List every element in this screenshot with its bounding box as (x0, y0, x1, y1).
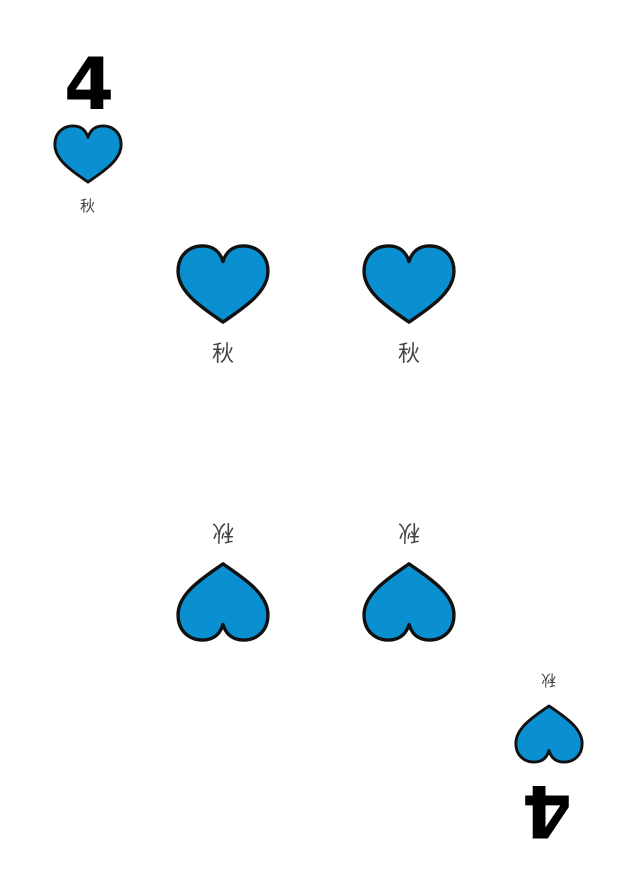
corner-rank-top: 4 (64, 42, 115, 126)
pip-caption-3: 秋 (212, 519, 235, 544)
pip-caption-2: 秋 (398, 342, 421, 367)
corner-heart-icon-bottom (514, 704, 584, 764)
pip-heart-icon-2 (362, 244, 456, 324)
pip-caption-1: 秋 (212, 342, 235, 367)
pip-heart-icon-3 (176, 562, 270, 642)
corner-heart-icon-top (53, 124, 123, 184)
pip-heart-icon-4 (362, 562, 456, 642)
pip-caption-4: 秋 (398, 519, 421, 544)
pip-heart-icon-1 (176, 244, 270, 324)
corner-caption-top: 秋 (80, 197, 96, 215)
corner-rank-bottom: 4 (521, 769, 572, 853)
corner-caption-bottom: 秋 (541, 671, 557, 689)
